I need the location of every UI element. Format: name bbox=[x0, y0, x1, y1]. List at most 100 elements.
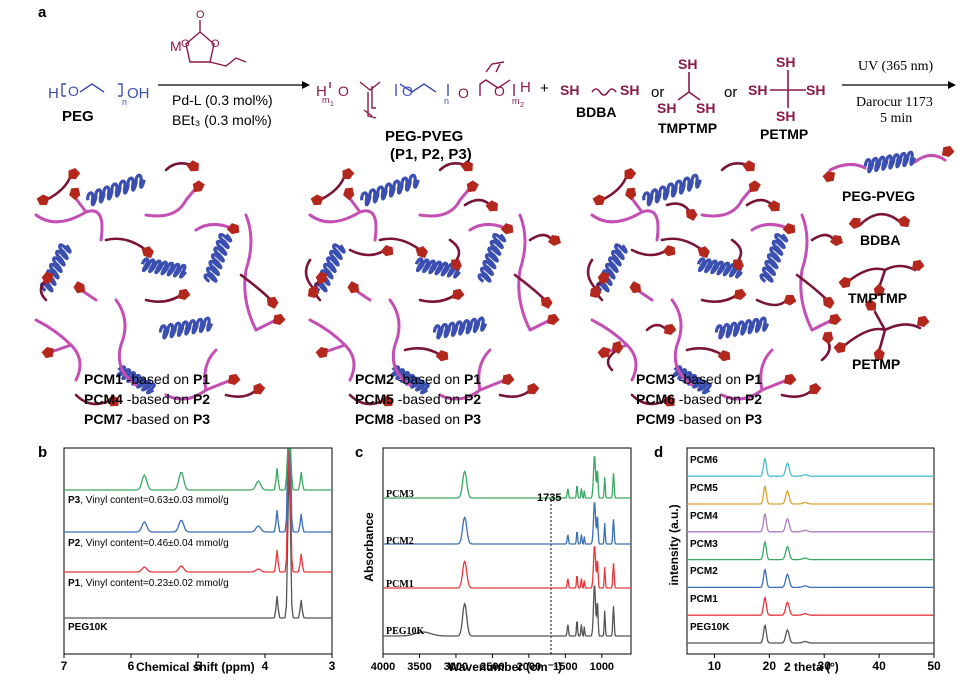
chain-strand bbox=[144, 293, 183, 303]
xrd-tick-label: 20 bbox=[763, 659, 777, 673]
xrd-tick-label: 10 bbox=[708, 659, 722, 673]
thiol-end bbox=[69, 187, 81, 201]
thiol-end bbox=[315, 347, 329, 359]
xrd-trace-pcm2 bbox=[687, 568, 934, 589]
thiol-end bbox=[838, 277, 852, 289]
chain-strand bbox=[44, 173, 73, 202]
chain-strand bbox=[528, 233, 554, 242]
pegpveg-h-left: H bbox=[316, 83, 327, 100]
ftir-trace-peg10k bbox=[383, 585, 631, 638]
pcm-network bbox=[586, 160, 843, 407]
thiol-end bbox=[592, 194, 606, 206]
bdba-sh-left: SH bbox=[560, 82, 580, 98]
tmptmp-sh-left: SH bbox=[657, 100, 677, 116]
bdba-sh-right: SH bbox=[620, 82, 640, 98]
pegpveg-o3: O bbox=[458, 85, 469, 101]
thiol-end bbox=[589, 285, 602, 299]
chain-strand bbox=[858, 212, 902, 227]
bdba-linker bbox=[591, 88, 617, 96]
thiol-end bbox=[310, 194, 324, 206]
nmr-trace-p1 bbox=[64, 448, 332, 573]
precursor-name: P3 bbox=[192, 411, 211, 427]
ftir-tick-label: 3500 bbox=[407, 661, 431, 673]
chain-strand bbox=[828, 163, 867, 172]
peg-label: PEG bbox=[62, 108, 94, 125]
thiol-end bbox=[833, 342, 847, 354]
network-illustrations bbox=[34, 160, 843, 407]
pcm-name: PCM8 bbox=[355, 411, 394, 427]
thiol-end bbox=[662, 245, 676, 257]
thiol-end bbox=[501, 373, 515, 385]
nmr-tick-label: 4 bbox=[262, 659, 269, 673]
thiol-end bbox=[663, 323, 677, 335]
chain-strand bbox=[848, 264, 917, 287]
chain-strand bbox=[468, 223, 507, 232]
precursor-name: P2 bbox=[463, 391, 482, 407]
based-on-text: -based on bbox=[122, 391, 193, 407]
pcm-name: PCM1 bbox=[84, 371, 123, 387]
ftir-trace-pcm1 bbox=[383, 546, 631, 590]
thiol-end bbox=[625, 187, 637, 201]
pegpveg-m1: m bbox=[322, 95, 330, 105]
nmr-annotation-name: PEG10K bbox=[68, 622, 108, 633]
legend-pegpveg: PEG-PVEG bbox=[842, 188, 916, 204]
thiol-end bbox=[68, 168, 81, 180]
svg-text:n: n bbox=[444, 96, 449, 106]
peg-h: H bbox=[48, 85, 59, 102]
thiol-end bbox=[612, 341, 623, 354]
chain-strand bbox=[34, 209, 104, 242]
peg-coil bbox=[759, 233, 789, 283]
thiol-end bbox=[307, 285, 320, 299]
petmp-sh-left: SH bbox=[748, 82, 768, 98]
ftir-tick-label: 2500 bbox=[480, 661, 504, 673]
thiol-end bbox=[822, 171, 836, 183]
xrd-frame bbox=[686, 447, 935, 655]
peg-coil bbox=[390, 365, 430, 395]
thiol-end bbox=[941, 145, 955, 157]
xrd-label-pcm5: PCM5 bbox=[690, 483, 718, 494]
peg-coil bbox=[696, 257, 743, 279]
ftir-1735-label: 1735 bbox=[537, 492, 562, 504]
tmptmp-linker bbox=[677, 72, 701, 101]
petmp-label: PETMP bbox=[760, 126, 809, 142]
nmr-annotation-p2: P2, Vinyl content=0.46±0.04 mmol/g bbox=[68, 538, 229, 549]
nmr-annotation-value: , Vinyl content=0.63±0.03 mmol/g bbox=[80, 495, 229, 506]
pcm-caption-pcm3: PCM3 -based on P1 bbox=[636, 371, 762, 388]
pcm-caption-pcm8: PCM8 -based on P3 bbox=[355, 411, 481, 428]
carbonate-o-right: O bbox=[211, 38, 220, 50]
based-on-text: -based on bbox=[393, 411, 464, 427]
thiol-end bbox=[822, 296, 835, 309]
chain-strand bbox=[254, 318, 278, 332]
pcm-name: PCM5 bbox=[355, 391, 394, 407]
chain-strand bbox=[318, 173, 347, 202]
catalyst-label: Pd-L (0.3 mol%) bbox=[172, 92, 273, 108]
petmp-sh-top: SH bbox=[776, 54, 796, 70]
xrd-trace-pcm3 bbox=[687, 540, 934, 561]
ftir-trace-pcm3 bbox=[383, 456, 631, 500]
carbonate-monomer bbox=[185, 20, 247, 67]
thiol-end bbox=[809, 383, 822, 395]
pcm-network bbox=[304, 160, 561, 407]
nmr-trace-p3 bbox=[64, 448, 332, 491]
ftir-xlabel: Wavenumber (cm⁻¹) bbox=[448, 660, 562, 674]
nmr-tick-label: 7 bbox=[61, 659, 68, 673]
petmp-sh-bottom: SH bbox=[776, 108, 796, 124]
thiol-end bbox=[266, 296, 279, 309]
pcm-name: PCM7 bbox=[84, 411, 123, 427]
thiol-end bbox=[380, 395, 393, 407]
thiol-end bbox=[717, 350, 731, 362]
nmr-annotation-p1: P1, Vinyl content=0.23±0.02 mmol/g bbox=[68, 578, 229, 589]
thiol-end bbox=[733, 288, 747, 300]
thiol-end bbox=[73, 281, 86, 294]
peg-pveg-structure bbox=[329, 61, 515, 119]
chain-strand bbox=[670, 298, 694, 387]
thiol-end bbox=[865, 298, 877, 311]
chain-strand bbox=[780, 388, 814, 398]
xrd-trace-peg10k bbox=[687, 623, 934, 644]
carbonate-o-top: O bbox=[196, 9, 205, 21]
ftir-tick-label: 2000 bbox=[517, 661, 541, 673]
nmr-annotation-value: , Vinyl content=0.23±0.02 mmol/g bbox=[80, 578, 229, 589]
tmptmp-sh-top: SH bbox=[678, 56, 698, 72]
